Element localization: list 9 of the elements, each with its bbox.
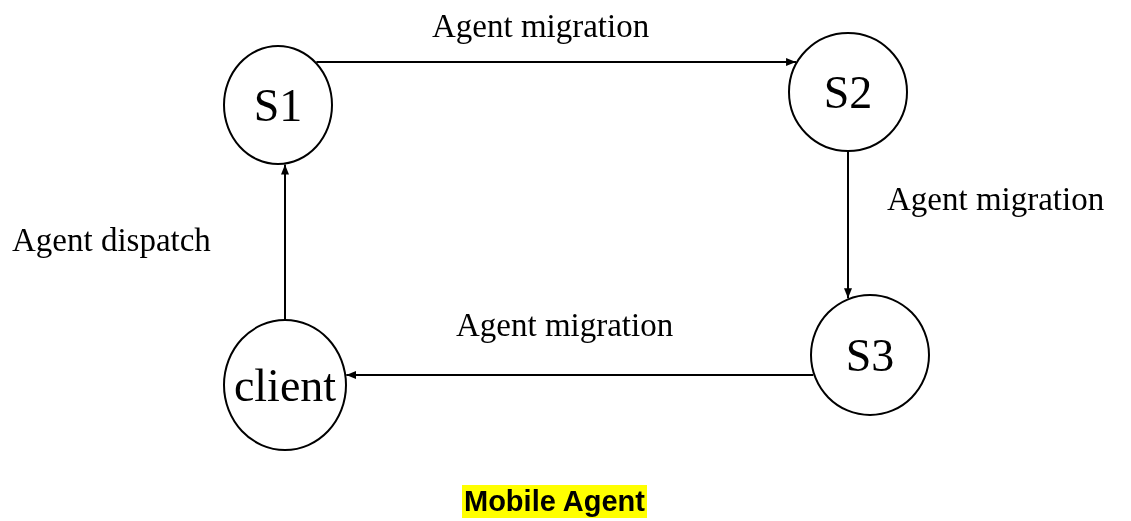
- arrow: [281, 163, 289, 320]
- node-label: S2: [823, 65, 873, 119]
- caption: Mobile Agent: [462, 485, 647, 519]
- arrow: [315, 58, 798, 66]
- node-label: client: [233, 358, 337, 412]
- node-label: S3: [845, 328, 895, 382]
- node-label: S1: [253, 78, 303, 132]
- arrow: [844, 151, 852, 300]
- arrow: [345, 371, 815, 379]
